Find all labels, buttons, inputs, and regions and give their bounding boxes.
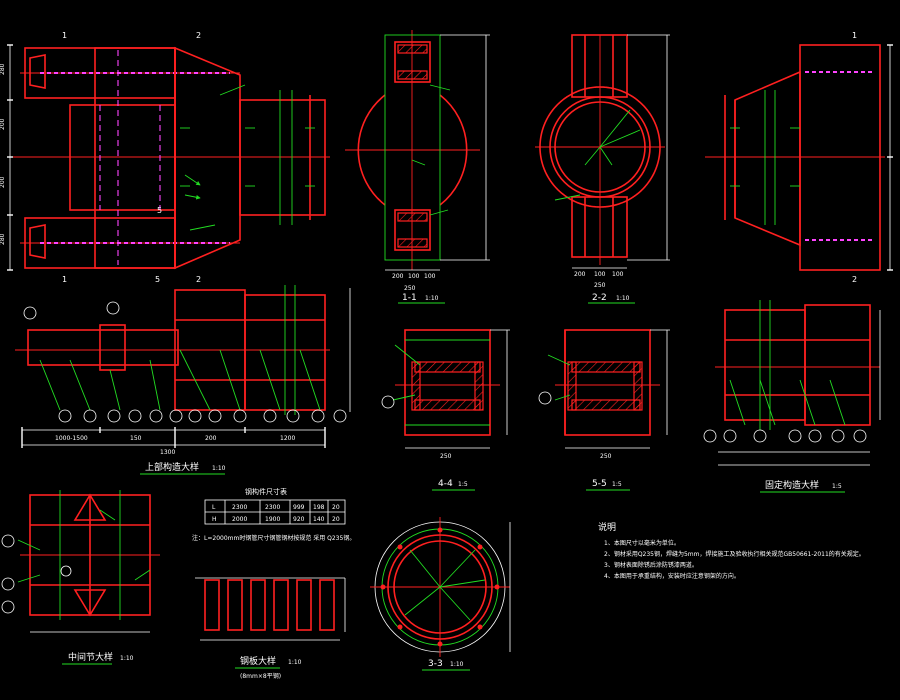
notes-heading: 说明 xyxy=(598,521,616,533)
section-mark: 2 xyxy=(196,31,201,40)
table-cell: 20 xyxy=(332,504,340,511)
dim: 200 xyxy=(205,435,217,442)
table-cell: 2000 xyxy=(232,516,247,523)
dim: 200 xyxy=(392,273,404,280)
view-title-5-5: 5-5 xyxy=(592,479,607,489)
section-mark: 5 xyxy=(155,275,160,284)
section-mark: 2 xyxy=(196,275,201,284)
table-note: 注：L=2000mm时钢管尺寸钢管钢材按规范 采用 Q235钢。 xyxy=(192,534,355,542)
view-title-2-2: 2-2 xyxy=(592,293,607,303)
plan-view-top-left: 280 200 200 280 1 2 1 5 2 5 xyxy=(0,31,330,284)
note-item: 3、钢材表面除锈后涂防锈漆两道。 xyxy=(604,561,698,569)
view-scale: 1:5 xyxy=(458,481,468,488)
dim-left-2: 200 xyxy=(0,118,6,130)
view-scale: 1:5 xyxy=(832,483,842,490)
elevation-fixed-structure: 固定构造大样 1:5 xyxy=(703,300,881,493)
dim: 1300 xyxy=(160,449,175,456)
dim: 150 xyxy=(130,435,142,442)
table-cell: L xyxy=(212,504,216,511)
view-title-4-4: 4-4 xyxy=(438,479,453,489)
view-title-1-1: 1-1 xyxy=(402,293,417,303)
view-scale: 1:10 xyxy=(450,661,464,668)
view-title-elev-right: 固定构造大样 xyxy=(765,479,819,491)
section-mark: 1 xyxy=(62,275,67,284)
plate-subtitle: (8mm×8平钢) xyxy=(240,672,281,680)
view-title-middle: 中间节大样 xyxy=(68,651,113,663)
view-scale: 1:10 xyxy=(288,659,302,666)
dim: 100 xyxy=(424,273,436,280)
dim: 100 xyxy=(612,271,624,278)
table-cell: 2300 xyxy=(232,504,247,511)
view-scale: 1:10 xyxy=(425,295,439,302)
section-mark: 5 xyxy=(157,206,162,215)
view-scale: 1:10 xyxy=(212,465,226,472)
dim: 1200 xyxy=(280,435,295,442)
dim: 250 xyxy=(600,453,612,460)
table-cell: 1900 xyxy=(265,516,280,523)
dim-total: 250 xyxy=(594,282,606,289)
note-item: 2、钢材采用Q235钢，焊缝为5mm，焊接施工及验收执行相关规范GB50661-… xyxy=(604,550,865,558)
view-title-3-3: 3-3 xyxy=(428,659,443,669)
section-mark: 1 xyxy=(852,31,857,40)
general-notes: 说明 1、本图尺寸以毫米为单位。 2、钢材采用Q235钢，焊缝为5mm，焊接施工… xyxy=(598,521,865,580)
dim-left-4: 280 xyxy=(0,233,6,245)
dim-total: 250 xyxy=(404,285,416,292)
section-2-2: 200 100 100 250 2-2 1:10 xyxy=(535,34,670,304)
section-mark: 1 xyxy=(62,31,67,40)
dim-left-3: 200 xyxy=(0,176,6,188)
view-title-elev-left: 上部构造大样 xyxy=(145,461,199,473)
table-cell: 198 xyxy=(313,504,325,511)
section-4-4: 250 4-4 1:5 xyxy=(381,329,510,491)
table-title: 钢构件尺寸表 xyxy=(245,487,287,496)
elevation-upper-structure: 1000-1500 150 200 1200 1300 上部构造大样 1:10 xyxy=(15,285,351,475)
note-item: 1、本图尺寸以毫米为单位。 xyxy=(604,539,680,547)
dim: 100 xyxy=(408,273,420,280)
dim: 1000-1500 xyxy=(55,435,88,442)
dim: 250 xyxy=(440,453,452,460)
plate-detail: 钢板大样 1:10 (8mm×8平钢) xyxy=(195,577,346,680)
table-cell: H xyxy=(212,516,217,523)
view-scale: 1:10 xyxy=(120,655,134,662)
note-item: 4、本图用于承重结构，安装时应注意钢架的方向。 xyxy=(604,572,740,580)
section-3-3: 3-3 1:10 xyxy=(370,517,511,671)
plan-view-right: 1 2 xyxy=(705,31,893,284)
table-cell: 140 xyxy=(313,516,325,523)
dim: 200 xyxy=(574,271,586,278)
view-title-plate: 钢板大样 xyxy=(240,655,276,667)
table-cell: 920 xyxy=(293,516,305,523)
table-cell: 2300 xyxy=(265,504,280,511)
member-size-table: 钢构件尺寸表 L 2300 2300 999 198 20 H 2000 190… xyxy=(192,487,355,542)
view-scale: 1:5 xyxy=(612,481,622,488)
section-1-1: 200 100 100 250 1-1 1:10 xyxy=(345,30,490,304)
table-cell: 999 xyxy=(293,504,305,511)
section-mark: 2 xyxy=(852,275,857,284)
dim-left-1: 280 xyxy=(0,63,6,75)
middle-node-detail: 中间节大样 1:10 xyxy=(1,490,160,665)
section-5-5: 250 5-5 1:5 xyxy=(538,329,670,491)
table-cell: 20 xyxy=(332,516,340,523)
view-scale: 1:10 xyxy=(616,295,630,302)
dim: 100 xyxy=(594,271,606,278)
